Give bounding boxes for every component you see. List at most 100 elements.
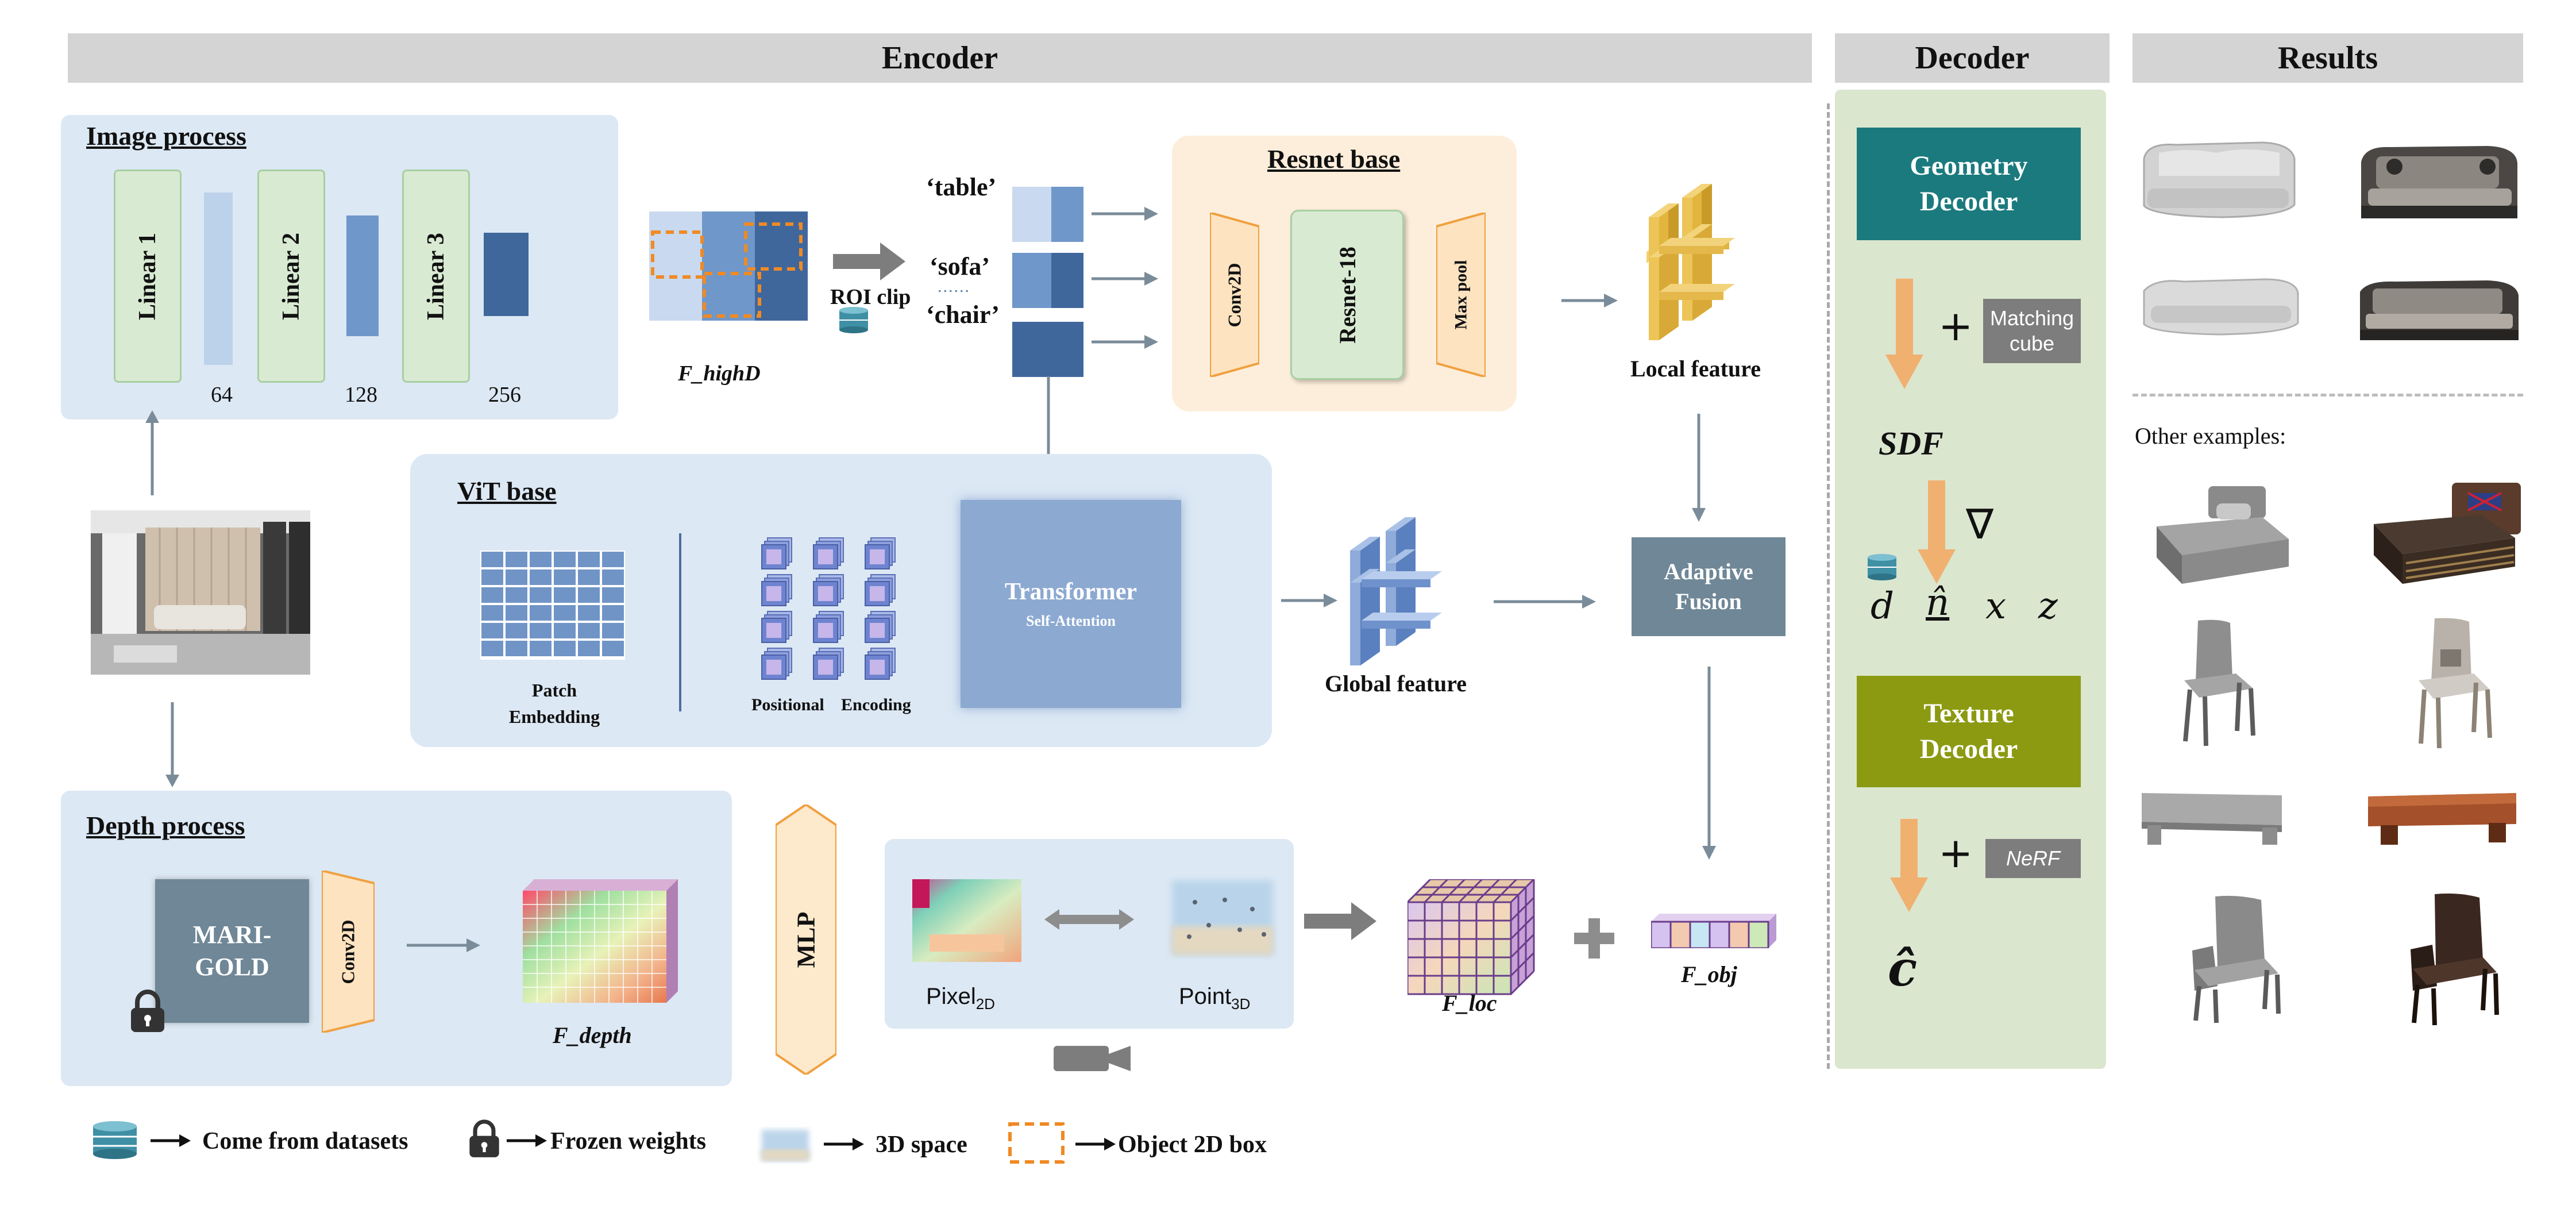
- f-depth-volume: [523, 879, 678, 1003]
- vit-divider: [679, 533, 681, 711]
- global-feature-label: Global feature: [1325, 671, 1467, 696]
- camera-icon: [1054, 1046, 1131, 1071]
- f-obj-vector: [1651, 914, 1776, 948]
- plus-icon-fusion: [1574, 918, 1614, 959]
- dataset-icon-decoder: [1868, 554, 1896, 580]
- result-sofa-textured-1: [2361, 146, 2517, 218]
- symbol-z: z: [2038, 585, 2058, 628]
- matching-cube-block: Matching cube: [1983, 299, 2081, 363]
- f-highd-feature-map: [649, 211, 808, 321]
- transformer-block: Transformer Self-Attention: [961, 500, 1181, 708]
- arrow-to-image-process: [145, 410, 159, 495]
- nerf-block: NeRF: [1985, 839, 2081, 878]
- resnet-18-box: Resnet-18: [1290, 210, 1404, 380]
- input-scene-image: [91, 510, 310, 675]
- patch-embedding-grid: [480, 551, 625, 660]
- resnet-to-local-arrow: [1561, 294, 1618, 307]
- local-feature-label: Local feature: [1630, 356, 1761, 382]
- image-process-title: Image process: [86, 121, 246, 151]
- result-armchair-gray: [2192, 895, 2281, 1023]
- legend-2d-box-label: Object 2D box: [1118, 1131, 1267, 1158]
- positional-label: Positional: [751, 695, 824, 714]
- f-obj-label: F_obj: [1681, 961, 1737, 987]
- texture-decoder-block: Texture Decoder: [1857, 676, 2081, 787]
- result-sofa-gray-2: [2143, 278, 2299, 336]
- legend-dataset-icon: [93, 1121, 137, 1159]
- sdf-label: SDF: [1879, 425, 1943, 462]
- mapping-to-floc-arrow: [1304, 902, 1376, 940]
- result-bed-gray: [2157, 486, 2289, 584]
- legend-arrow-2: [507, 1134, 547, 1147]
- conv-to-fdepth-arrow: [407, 938, 480, 952]
- legend-frozen-label: Frozen weights: [550, 1128, 707, 1154]
- f-loc-label: F_loc: [1442, 990, 1497, 1016]
- result-bench-textured: [2368, 793, 2516, 845]
- depth-conv2d-block: [322, 871, 375, 1033]
- sdf-down-arrow: [1918, 480, 1956, 584]
- dim-256-label: 256: [488, 383, 521, 407]
- dim-64-label: 64: [211, 383, 233, 407]
- result-sofa-gray-1: [2143, 141, 2296, 218]
- symbol-d: d: [1871, 585, 1894, 628]
- c-hat-symbol: ĉ: [1888, 940, 1918, 997]
- linear-2-box: Linear 2: [257, 170, 325, 383]
- roi-crop-table: [1012, 187, 1083, 242]
- roi-sofa-label: ‘sofa’: [930, 252, 990, 280]
- point-3d-space: [1172, 880, 1273, 955]
- roi-to-resnet-arrows: [1092, 207, 1158, 349]
- result-sofa-textured-2: [2360, 280, 2519, 340]
- result-chair-gray-1: [2183, 619, 2255, 746]
- patch-embedding-label: Patch Embedding: [508, 680, 600, 727]
- global-feature-icon: [1350, 517, 1442, 665]
- positional-encoding-cubes: [761, 537, 896, 680]
- arrow-to-depth-process: [165, 702, 179, 787]
- roi-dots: ......: [938, 277, 970, 296]
- mlp-block: [776, 805, 836, 1075]
- roi-clip-arrow: [833, 243, 905, 280]
- feature-bar-256: [484, 233, 529, 316]
- fusion-to-fobj-arrow: [1702, 667, 1716, 860]
- marigold-block: MARI-GOLD: [155, 879, 309, 1023]
- legend-arrow-4: [1075, 1138, 1116, 1150]
- texture-down-arrow: [1890, 819, 1928, 912]
- local-feature-icon: [1646, 184, 1735, 340]
- linear-3-box: Linear 3: [402, 170, 470, 383]
- resnet-conv2d-label: Conv2D: [1224, 262, 1245, 328]
- symbol-n-hat: n̂: [1926, 582, 1950, 624]
- nabla-symbol: ∇: [1966, 500, 1994, 548]
- results-header: Results: [2132, 33, 2523, 83]
- depth-process-title: Depth process: [86, 811, 245, 840]
- dataset-icon-roi: [839, 307, 868, 333]
- legend-2d-box-icon: [1008, 1122, 1065, 1164]
- dim-128-label: 128: [345, 383, 377, 407]
- other-examples-label: Other examples:: [2135, 423, 2286, 449]
- f-loc-cube: [1407, 879, 1535, 995]
- encoder-decoder-separator: [1827, 103, 1830, 1069]
- legend-3d-space-icon: [762, 1130, 809, 1161]
- results-separator: [2132, 394, 2523, 397]
- decoder-header: Decoder: [1835, 33, 2110, 83]
- feature-bar-64: [204, 193, 233, 365]
- resnet-conv2d-block: [1210, 213, 1259, 377]
- roi-clip-label: ROI clip: [830, 285, 911, 309]
- legend-arrow-3: [824, 1138, 864, 1150]
- encoding-label: Encoding: [841, 695, 911, 714]
- linear-1-box: Linear 1: [114, 170, 182, 383]
- pixel-depth-image: [912, 879, 1021, 962]
- result-armchair-textured: [2411, 893, 2499, 1026]
- f-depth-label: F_depth: [553, 1022, 632, 1048]
- resnet-maxpool-label: Max pool: [1451, 260, 1470, 330]
- encoder-header: Encoder: [68, 33, 1812, 83]
- roi-table-label: ‘table’: [926, 173, 997, 201]
- feature-bar-128: [346, 215, 379, 336]
- geometry-decoder-block: Geometry Decoder: [1857, 128, 2081, 240]
- lock-icon-marigold: [131, 990, 164, 1032]
- vit-base-title: ViT base: [457, 476, 557, 506]
- f-highd-label: F_highD: [678, 361, 761, 386]
- symbol-x: x: [1985, 585, 2007, 628]
- legend-lock-icon: [469, 1119, 499, 1157]
- vit-to-global-arrow: [1281, 594, 1337, 607]
- local-to-fusion-arrow: [1692, 414, 1706, 522]
- result-bed-textured: [2374, 483, 2521, 584]
